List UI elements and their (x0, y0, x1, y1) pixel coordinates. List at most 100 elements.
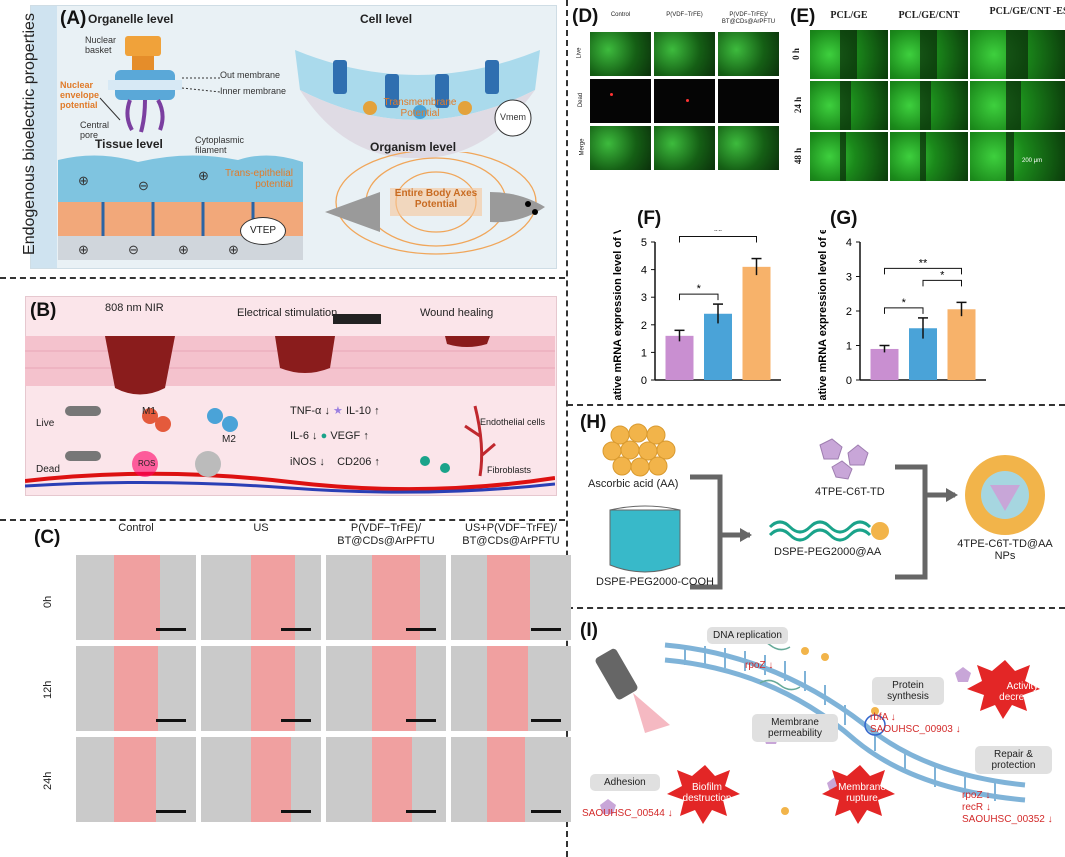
panel-g-label: (G) (830, 208, 858, 229)
rupture-text: Membrane rupture (838, 782, 886, 804)
migration-image (970, 132, 1065, 181)
electrical-stimulation-text: Electrical stimulation (237, 307, 338, 319)
e-column-header: PCL/GE/CNT (898, 10, 960, 21)
panel-b (25, 296, 557, 496)
y-axis-label: Relative mRNA expression level of eNOS (817, 230, 829, 400)
wound-image (451, 737, 571, 822)
dspe-cooh-text: DSPE-PEG2000-COOH (596, 576, 714, 588)
m1-text: M1 (142, 406, 156, 417)
wound-image (201, 555, 321, 640)
divider-b-c (0, 519, 565, 521)
wound-image (451, 646, 571, 731)
nuclear-basket-text: Nuclear basket (85, 35, 117, 55)
significance-bracket (884, 267, 962, 275)
out-membrane-text: Out membrane (220, 70, 281, 80)
d-row-label: Merge (579, 138, 586, 156)
nuclear-envelope-text: Nuclear envelope potential (60, 80, 100, 110)
dspe-aa-text: DSPE-PEG2000@AA (774, 546, 882, 558)
body-axes-text: Entire Body Axes Potential (394, 188, 478, 210)
bar (742, 266, 771, 380)
y-tick-label: 2 (846, 306, 852, 318)
scale-bar (281, 810, 311, 813)
d-row-label: Dead (578, 92, 585, 108)
panel-e-label: (E) (790, 6, 816, 27)
c-row-label: 0h (42, 595, 54, 608)
wound-area (371, 646, 416, 731)
wound-area (487, 555, 531, 640)
wound-area (371, 737, 413, 822)
y-tick-label: 0 (641, 375, 647, 387)
wound-gap (1006, 132, 1015, 181)
nir-text: 808 nm NIR (105, 302, 164, 314)
migration-image (890, 132, 968, 181)
wound-image (201, 646, 321, 731)
y-tick-label: 3 (641, 292, 647, 304)
panel-d-label: (D) (572, 6, 599, 27)
marker-row-2: iNOS ↓ CD206 ↑ (290, 456, 380, 468)
adhesion-box: Adhesion (590, 774, 660, 791)
dead-text: Dead (36, 464, 60, 475)
wound-image (201, 737, 321, 822)
membrane-box: Membrane permeability (752, 714, 838, 742)
sao903-text: SAOUHSC_00903 ↓ (870, 724, 961, 735)
panel-h-illustration (602, 423, 1045, 590)
tissue-title: Tissue level (95, 137, 163, 151)
c-column-header: P(VDF−TrFE)/ BT@CDs@ArPFTU (337, 522, 435, 547)
panel-b-label: (B) (30, 300, 57, 321)
central-pore-text: Central pore (80, 120, 110, 140)
rbfa-text: rbfA ↓ (870, 712, 896, 723)
migration-image (810, 132, 888, 181)
d-column-header: P(VDF−TrFE)/ BT@CDs@ArPFTU (721, 12, 776, 25)
y-tick-label: 2 (641, 320, 647, 332)
biofilm-text: Biofilm destruction (682, 782, 732, 804)
svg-text:⊖: ⊖ (128, 242, 139, 257)
divider-fg-h (567, 404, 1065, 406)
fluorescence-image (654, 32, 715, 76)
wound-gap (919, 81, 932, 130)
migration-image (810, 81, 888, 130)
fluorescence-image (590, 32, 651, 76)
y-tick-label: 5 (641, 237, 647, 249)
fluorescence-image (718, 126, 779, 170)
migration-image (890, 30, 968, 79)
activity-text: Activity decreased (999, 681, 1046, 703)
sao352-text: SAOUHSC_00352 ↓ (962, 814, 1053, 825)
e-row-label: 24 h (793, 96, 804, 113)
migration-image (890, 81, 968, 130)
svg-text:⊕: ⊕ (78, 242, 89, 257)
significance-mark: ** (919, 257, 928, 269)
wound-area (371, 555, 420, 640)
scale-bar (281, 628, 311, 631)
d-row-label: Live (576, 47, 583, 59)
c-column-header: Control (118, 522, 154, 534)
dead-cell-dot (686, 99, 689, 102)
panel-a-side-title: Endogenous bioelectric properties (21, 13, 38, 255)
wound-area (114, 646, 158, 731)
svg-text:⊕: ⊕ (78, 173, 89, 188)
y-tick-label: 4 (641, 265, 647, 277)
e-row-label: 48 h (793, 147, 804, 164)
wound-image (326, 646, 446, 731)
y-tick-label: 1 (846, 341, 852, 353)
live-text: Live (36, 418, 55, 429)
scale-bar (531, 719, 561, 722)
panel-f-label: (F) (637, 208, 662, 229)
significance-bracket (922, 279, 962, 287)
rpoz1-text: rpoZ ↓ (745, 660, 774, 671)
vmem-text: Vmem (500, 112, 527, 122)
fluorescence-image (654, 79, 715, 123)
significance-bracket (884, 307, 924, 314)
bar (947, 309, 976, 380)
panel-i-label: (I) (580, 620, 598, 641)
cell-title: Cell level (360, 12, 413, 26)
fluorescence-image (718, 79, 779, 123)
significance-bracket (679, 293, 719, 301)
e-row-label: 0 h (790, 47, 801, 60)
significance-mark: * (902, 297, 907, 309)
svg-text:⊕: ⊕ (198, 168, 209, 183)
c-row-label: 12h (42, 680, 54, 699)
fluorescence-image (590, 79, 651, 123)
fluorescence-image (718, 32, 779, 76)
wound-image (76, 646, 196, 731)
